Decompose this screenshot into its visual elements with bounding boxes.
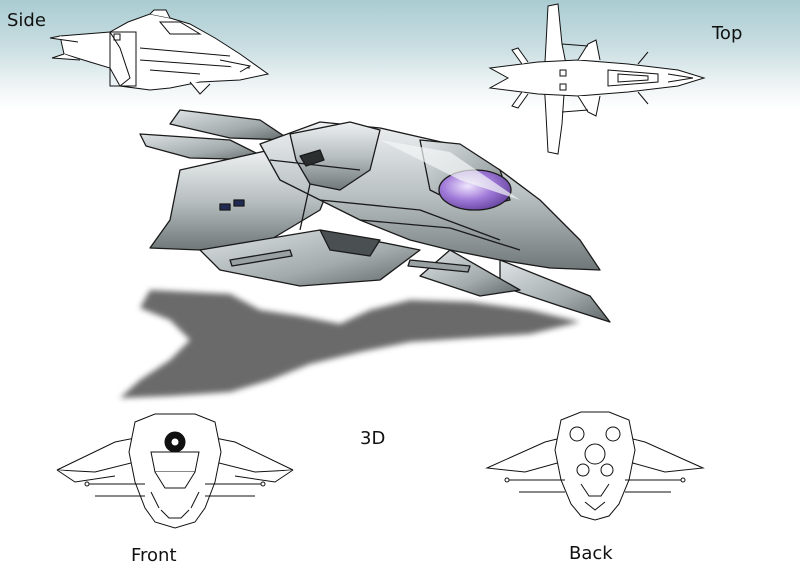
ship-shadow [120,290,580,398]
spaceship-3d-render [139,109,611,323]
back-view-drawing [485,411,705,521]
3d-view-label: 3D [360,428,386,449]
front-view-label: Front [131,545,177,566]
top-view-label: Top [712,23,743,44]
top-view-drawing [488,3,706,155]
front-view-drawing [56,413,294,529]
side-view-label: Side [7,10,46,31]
side-view-drawing [49,9,270,95]
back-view-label: Back [569,543,613,564]
